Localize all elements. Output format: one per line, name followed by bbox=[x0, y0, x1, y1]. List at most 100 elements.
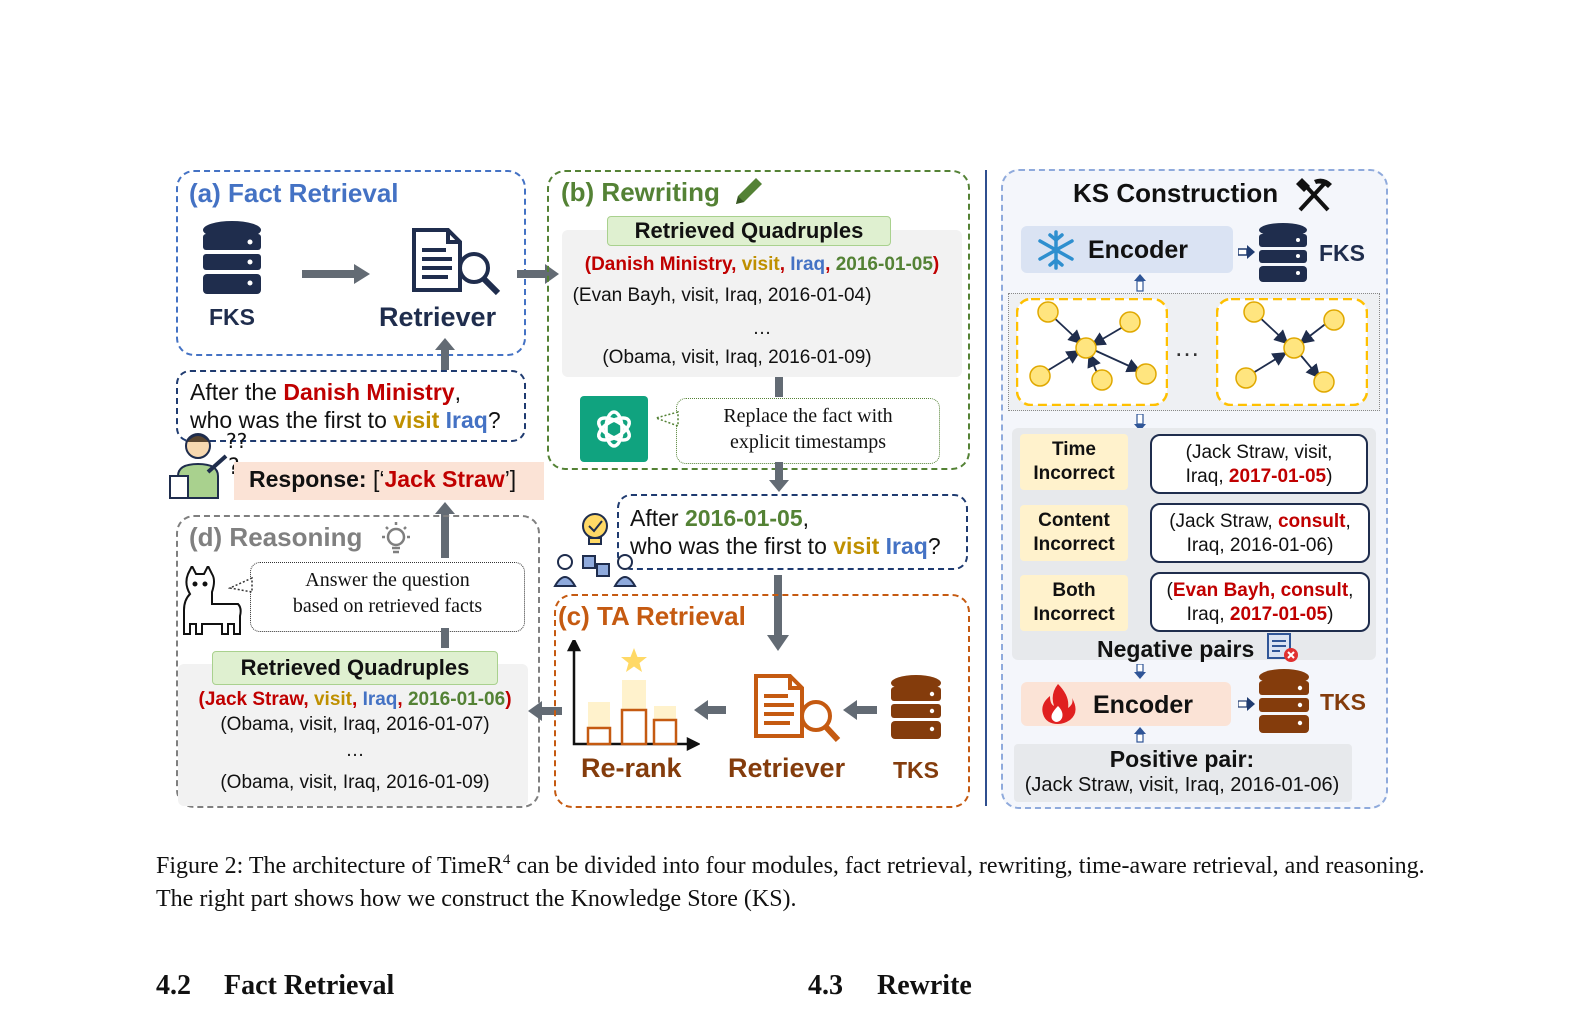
time-incorrect-label: Time Incorrect bbox=[1020, 434, 1128, 490]
lightbulb-icon bbox=[382, 522, 410, 554]
arrow-down-icon bbox=[1134, 664, 1146, 679]
both-incorrect-quad-line-1: (Evan Bayh, consult, bbox=[1166, 580, 1354, 601]
ta-tks-label: TKS bbox=[893, 757, 939, 783]
bubble-tail bbox=[654, 411, 679, 428]
response-banner bbox=[234, 462, 544, 500]
ks-tks-label: TKS bbox=[1320, 689, 1366, 715]
both-incorrect-line-2: Incorrect bbox=[1033, 604, 1115, 625]
figure-caption: Figure 2: The architecture of TimeR4 can… bbox=[156, 852, 1425, 912]
rerank-chart-icon bbox=[566, 640, 700, 752]
time-incorrect-quad: (Jack Straw, visit, Iraq, 2017-01-05) bbox=[1150, 434, 1368, 494]
collaboration-idea-icon bbox=[553, 513, 637, 587]
svg-text:?: ? bbox=[228, 455, 240, 480]
reasoning-quad-ellipsis: … bbox=[345, 740, 365, 761]
content-incorrect-label: Content Incorrect bbox=[1020, 505, 1128, 561]
rewritten-question-box bbox=[617, 494, 968, 570]
graph-ellipsis: … bbox=[1174, 332, 1200, 362]
pencil-icon bbox=[736, 178, 762, 204]
ks-fks-label: FKS bbox=[1319, 240, 1365, 266]
content-incorrect-quad: (Jack Straw, consult, Iraq, 2016-01-06) bbox=[1150, 503, 1370, 563]
rewriting-quad-2: (Evan Bayh, visit, Iraq, 2016-01-04) bbox=[572, 285, 872, 306]
reasoning-quad-1: (Jack Straw, visit, Iraq, 2016-01-06) bbox=[198, 689, 512, 710]
arrow-down-icon bbox=[769, 462, 789, 492]
fks-label: FKS bbox=[209, 304, 255, 330]
time-incorrect-line-1: Time bbox=[1051, 439, 1096, 460]
snowflake-icon bbox=[1038, 230, 1074, 270]
response-text: Response: [‘Jack Straw’] bbox=[249, 466, 517, 492]
arrow-up-icon bbox=[1134, 727, 1146, 743]
arrow-down-icon bbox=[1134, 414, 1146, 431]
arrow-right-icon bbox=[1238, 697, 1255, 711]
fire-icon bbox=[1042, 684, 1076, 724]
both-incorrect-line-1: Both bbox=[1052, 580, 1096, 601]
rewriting-quadruples-bg bbox=[562, 230, 962, 377]
arrow-up-icon bbox=[435, 338, 455, 370]
arrow-up-icon bbox=[435, 502, 455, 558]
llama-icon bbox=[183, 566, 242, 635]
arrow-left-icon bbox=[528, 701, 562, 721]
encoder-bottom-label: Encoder bbox=[1093, 691, 1194, 719]
reasoning-quad-3: (Obama, visit, Iraq, 2016-01-09) bbox=[220, 772, 490, 793]
openai-logo-icon bbox=[580, 396, 648, 462]
question-box bbox=[176, 370, 526, 442]
bubble-tail bbox=[228, 576, 253, 593]
rewriting-panel bbox=[547, 170, 970, 470]
positive-pair-area bbox=[1014, 744, 1352, 802]
reasoning-panel bbox=[176, 515, 540, 808]
rewriting-prompt-line-2: explicit timestamps bbox=[729, 431, 887, 453]
ks-fks-database-icon bbox=[1259, 223, 1307, 282]
ks-tks-database-icon bbox=[1259, 669, 1309, 733]
rejected-list-icon bbox=[1267, 633, 1298, 662]
arrow-right-icon bbox=[1238, 245, 1255, 259]
tks-database-icon bbox=[891, 675, 941, 739]
rewriting-quadruples-tag: Retrieved Quadruples bbox=[607, 216, 891, 246]
arrow-down-icon bbox=[775, 377, 783, 397]
rewritten-question-line-1: After 2016-01-05, bbox=[630, 505, 810, 531]
fks-database-icon bbox=[203, 221, 261, 294]
rewriting-prompt-line-1: Replace the fact with bbox=[723, 405, 893, 427]
section-4-3-number: 4.3 bbox=[808, 970, 843, 1001]
question-line-2: who was the first to visit Iraq? bbox=[190, 407, 501, 433]
svg-text:??: ?? bbox=[226, 429, 247, 453]
fact-retrieval-title: (a) Fact Retrieval bbox=[189, 178, 399, 208]
reasoning-prompt-bubble: Answer the question based on retrieved f… bbox=[250, 562, 525, 632]
retriever-document-icon bbox=[412, 228, 501, 296]
rewriting-quad-1: (Danish Ministry, visit, Iraq, 2016-01-0… bbox=[584, 254, 940, 275]
content-incorrect-line-2: Incorrect bbox=[1033, 534, 1115, 555]
both-incorrect-quad: (Evan Bayh, consult, Iraq, 2017-01-05) bbox=[1150, 572, 1370, 632]
section-4-2-title: Fact Retrieval bbox=[224, 970, 395, 1001]
arrow-up-icon bbox=[441, 628, 449, 648]
rerank-label: Re-rank bbox=[581, 753, 682, 783]
ta-retrieval-title: (c) TA Retrieval bbox=[558, 601, 746, 631]
both-incorrect-quad-line-2: Iraq, 2017-01-05) bbox=[1186, 604, 1334, 625]
reasoning-quad-2: (Obama, visit, Iraq, 2016-01-07) bbox=[220, 714, 490, 735]
vertical-separator bbox=[985, 170, 987, 806]
hammer-pick-tools-icon bbox=[1296, 178, 1332, 212]
arrow-right-icon bbox=[302, 264, 370, 284]
arrow-down-icon bbox=[767, 575, 789, 651]
reasoning-prompt-line-2: based on retrieved facts bbox=[292, 595, 483, 617]
reasoning-quadruples-bg bbox=[178, 664, 528, 806]
retriever-label: Retriever bbox=[379, 302, 497, 332]
rewriting-quad-ellipsis: … bbox=[752, 318, 772, 339]
reasoning-quadruples-tag: Retrieved Quadruples bbox=[212, 651, 498, 685]
graph-cluster-left bbox=[1016, 298, 1168, 406]
content-incorrect-quad-line-2: Iraq, 2016-01-06) bbox=[1186, 535, 1334, 556]
section-4-2-number: 4.2 bbox=[156, 970, 191, 1001]
reasoning-prompt-line-1: Answer the question bbox=[305, 569, 470, 591]
arrow-left-icon bbox=[694, 700, 726, 720]
negative-pairs-label: Negative pairs bbox=[1097, 636, 1255, 662]
time-incorrect-line-2: Incorrect bbox=[1033, 463, 1115, 484]
section-4-3-title: Rewrite bbox=[877, 970, 972, 1001]
time-incorrect-quad-line-1: (Jack Straw, visit, bbox=[1185, 442, 1333, 463]
ta-retriever-document-icon bbox=[754, 674, 841, 743]
question-line-1: After the Danish Ministry, bbox=[190, 379, 461, 405]
rewriting-prompt-bubble: Replace the fact with explicit timestamp… bbox=[676, 398, 940, 464]
rewritten-question-line-2: who was the first to visit Iraq? bbox=[630, 533, 941, 559]
arrow-up-icon bbox=[1134, 274, 1146, 292]
reasoning-title: (d) Reasoning bbox=[189, 522, 363, 552]
rewriting-title: (b) Rewriting bbox=[561, 177, 720, 207]
arrow-left-icon bbox=[843, 700, 877, 720]
positive-pair-label: Positive pair: bbox=[1109, 746, 1255, 772]
ta-retriever-label: Retriever bbox=[728, 753, 846, 783]
